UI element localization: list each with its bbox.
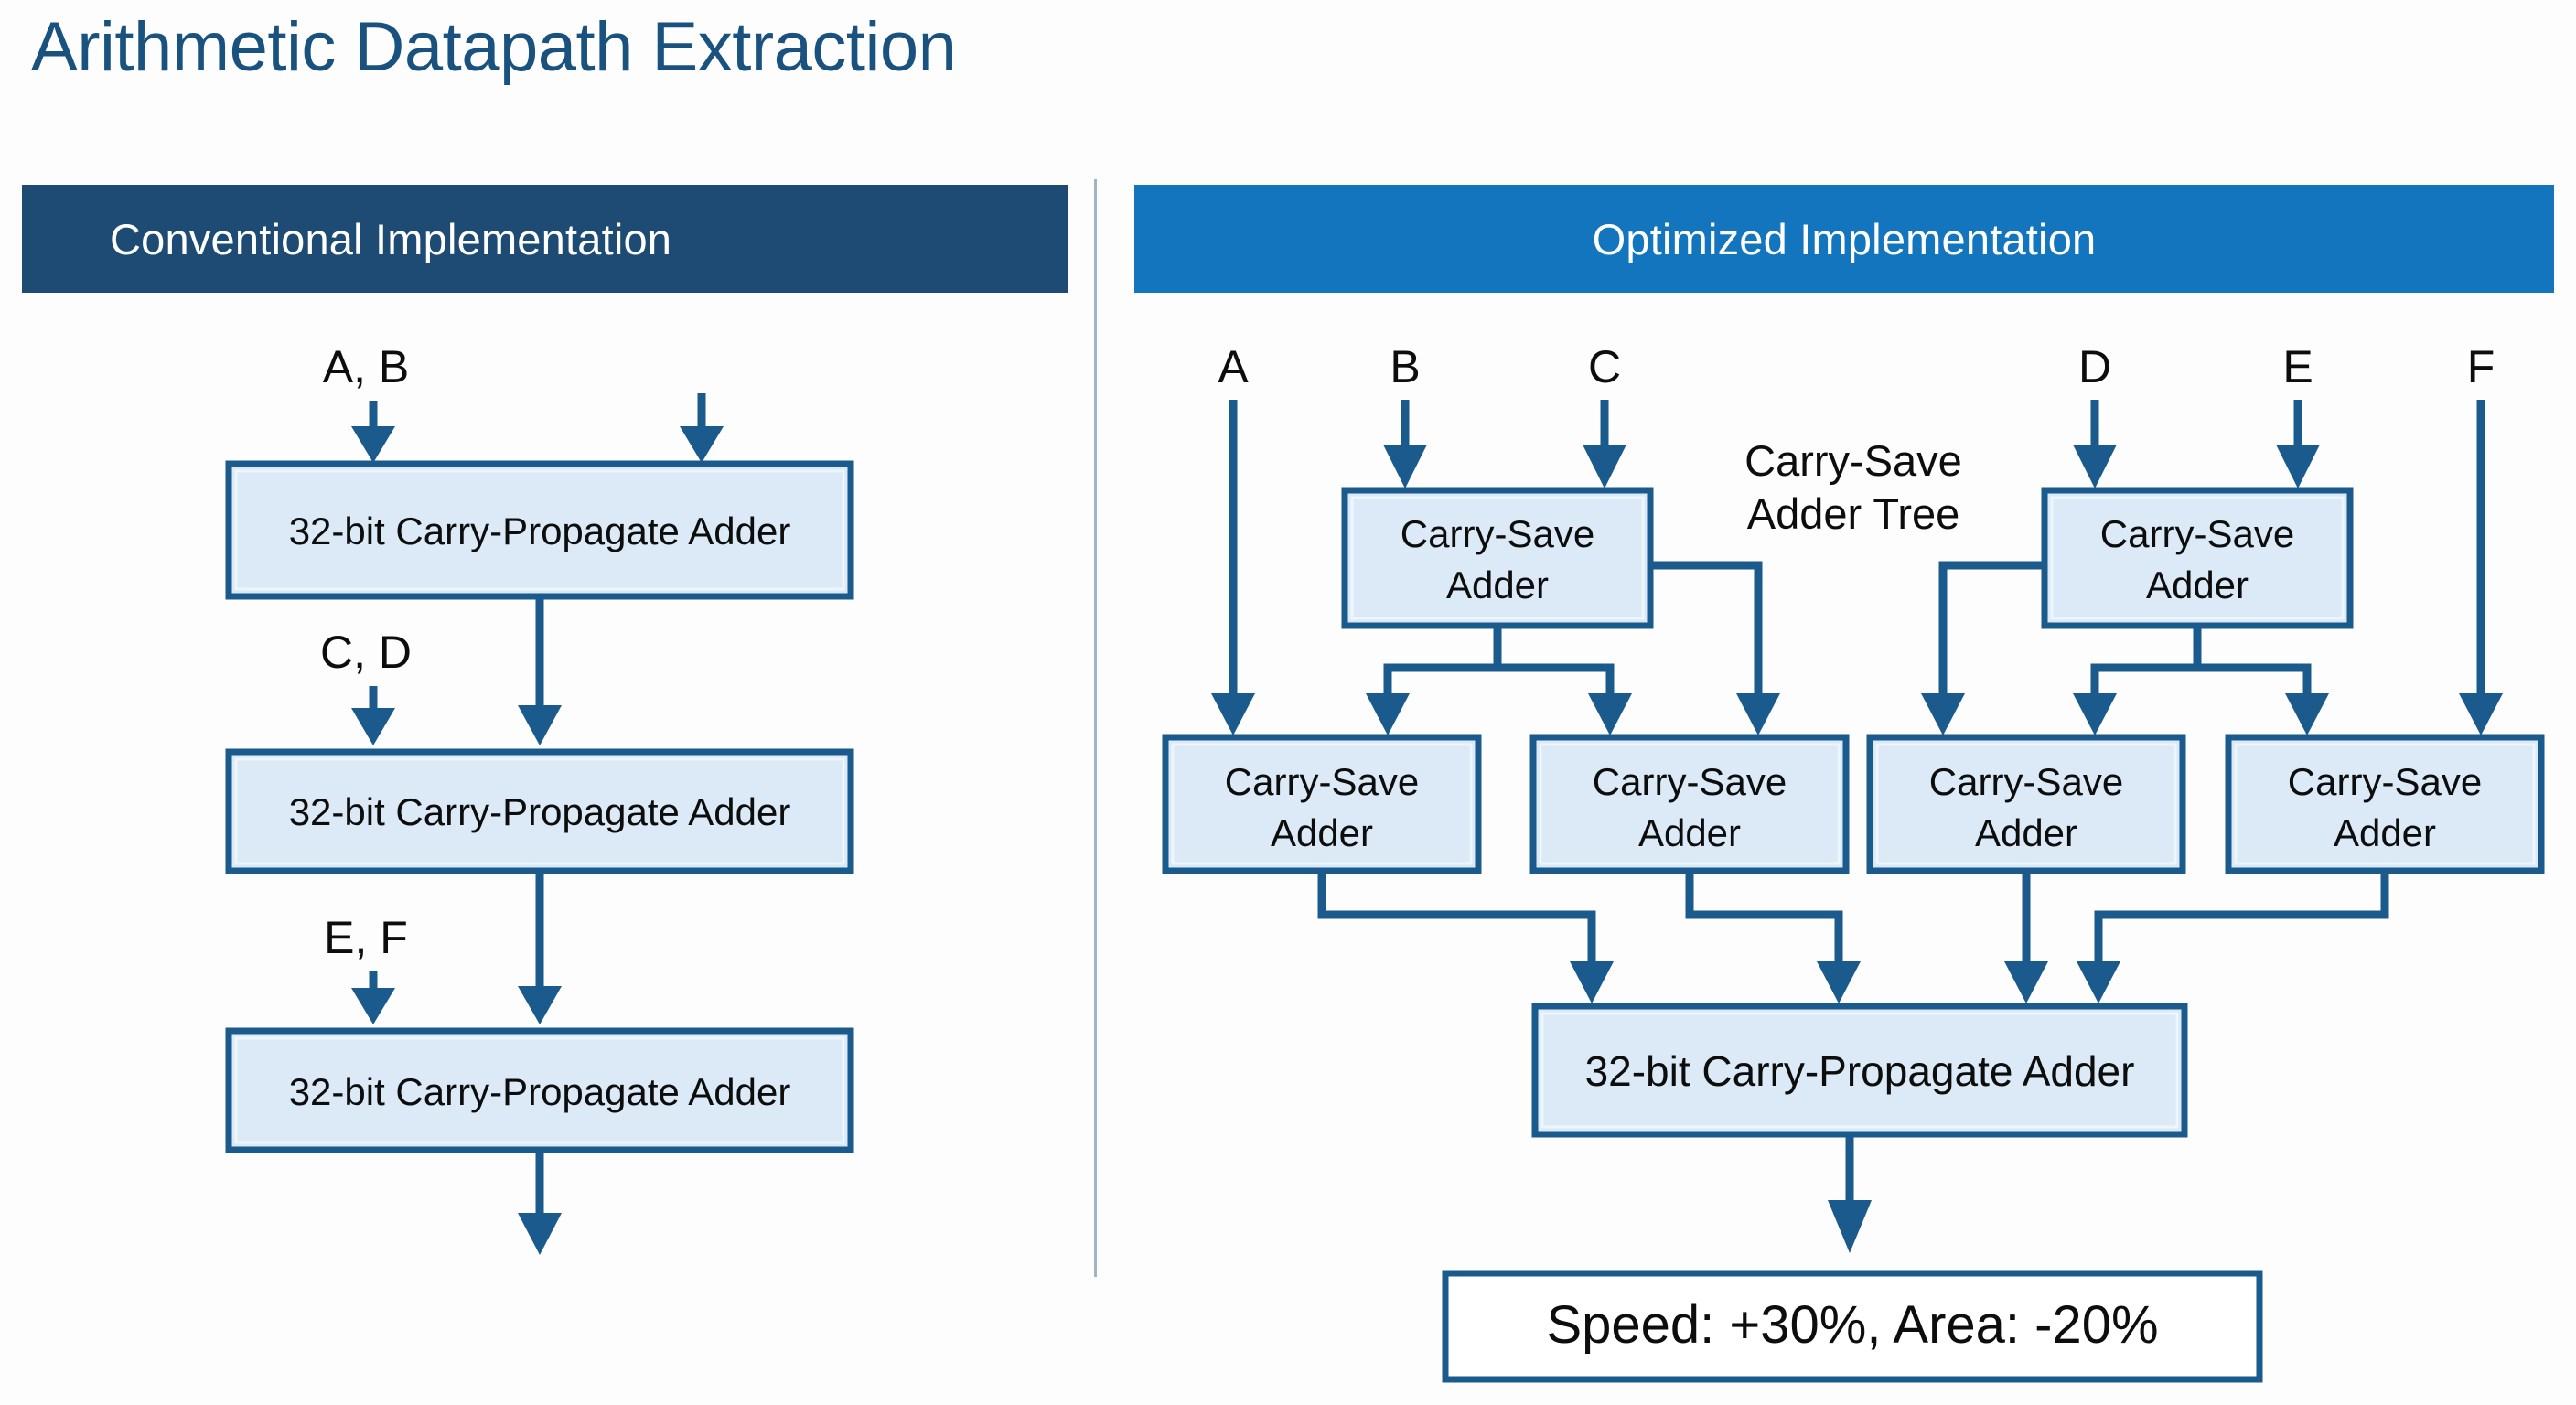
wire-csa-top-left-side-out (1650, 561, 1780, 735)
box-csa-top-left: Carry-Save Adder (1341, 487, 1654, 629)
box-csa-row2-3-line1: Carry-Save (1929, 760, 2123, 803)
box-csa-row2-2: Carry-Save Adder (1530, 734, 1850, 874)
wire-cpa2-to-cpa3 (518, 871, 562, 1024)
box-csa-top-left-line2: Adder (1446, 563, 1549, 606)
result-label: Speed: +30%, Area: -20% (1546, 1295, 2158, 1355)
input-label-e: E (2282, 341, 2313, 392)
input-label-a: A (1218, 341, 1249, 392)
input-label-ab: A, B (323, 341, 409, 392)
box-csa-row2-4-line2: Adder (2334, 811, 2436, 854)
tree-annotation-line1: Carry-Save (1744, 436, 1962, 485)
box-final-cpa: 32-bit Carry-Propagate Adder (1531, 1003, 2188, 1138)
box-csa-row2-1-line2: Adder (1271, 811, 1373, 854)
panel-header-optimized: Optimized Implementation (1134, 185, 2554, 293)
wire-csa-row2-2-to-cpa (1685, 871, 1861, 1003)
input-label-b: B (1390, 341, 1420, 392)
box-csa-row2-1: Carry-Save Adder (1162, 734, 1482, 874)
wire-cpa-to-result (1828, 1134, 1872, 1253)
box-cpa-3: 32-bit Carry-Propagate Adder (225, 1027, 854, 1153)
wire-ab-to-cpa1 (351, 401, 395, 463)
panel-header-conventional-label: Conventional Implementation (110, 214, 672, 263)
input-label-cd: C, D (320, 627, 412, 678)
wire-cpa1-to-cpa2 (518, 596, 562, 745)
box-cpa-2: 32-bit Carry-Propagate Adder (225, 748, 854, 874)
wire-b-to-csa-top-left (1383, 400, 1427, 488)
box-cpa-1-label: 32-bit Carry-Propagate Adder (289, 509, 791, 552)
input-label-c: C (1588, 341, 1621, 392)
wire-csa-row2-4-to-cpa (2077, 871, 2389, 1003)
box-result: Speed: +30%, Area: -20% (1442, 1270, 2263, 1383)
wire-csa-row2-1-to-cpa (1317, 871, 1614, 1003)
wire-csa-top-right-side-out (1921, 561, 2045, 735)
wire-d-to-csa-top-right (2073, 400, 2117, 488)
panel-header-conventional: Conventional Implementation (22, 185, 1068, 293)
box-csa-row2-1-line1: Carry-Save (1225, 760, 1419, 803)
box-csa-row2-4: Carry-Save Adder (2225, 734, 2545, 874)
wire-ef-to-cpa3 (351, 971, 395, 1024)
wire-f-to-csa-r2c4 (2459, 400, 2503, 735)
wire-a-to-csa-r2c1 (1211, 400, 1255, 735)
box-csa-row2-3-line2: Adder (1975, 811, 2077, 854)
box-csa-row2-2-line2: Adder (1638, 811, 1741, 854)
box-csa-top-left-line1: Carry-Save (1401, 512, 1594, 555)
panel-header-optimized-label: Optimized Implementation (1592, 214, 2097, 263)
box-csa-row2-3: Carry-Save Adder (1866, 734, 2186, 874)
wire-csa-top-right-bottom-out (2073, 626, 2329, 735)
tree-annotation-line2: Adder Tree (1747, 489, 1960, 538)
box-final-cpa-label: 32-bit Carry-Propagate Adder (1585, 1047, 2135, 1095)
wire-e-to-csa-top-right2 (2276, 400, 2320, 488)
box-csa-row2-4-line1: Carry-Save (2288, 760, 2482, 803)
box-cpa-3-label: 32-bit Carry-Propagate Adder (289, 1070, 791, 1113)
panel-divider (1094, 179, 1097, 1277)
box-csa-top-right: Carry-Save Adder (2041, 487, 2354, 629)
wire-cd-to-cpa2 (351, 686, 395, 745)
wire-cpa3-output (518, 1150, 562, 1255)
box-csa-top-right-line2: Adder (2146, 563, 2249, 606)
input-label-ef: E, F (324, 912, 408, 963)
box-cpa-1: 32-bit Carry-Propagate Adder (225, 460, 854, 600)
wire-csa-top-left-bottom-out (1366, 626, 1632, 735)
wire-csa-row2-3-to-cpa (2004, 871, 2048, 1003)
wire-c-to-csa-top-left2 (1583, 400, 1626, 488)
box-csa-top-right-line1: Carry-Save (2100, 512, 2294, 555)
box-csa-row2-2-line1: Carry-Save (1593, 760, 1787, 803)
input-label-f: F (2467, 341, 2496, 392)
box-cpa-2-label: 32-bit Carry-Propagate Adder (289, 790, 791, 833)
wire-ab2-to-cpa1 (680, 393, 724, 463)
input-label-d: D (2078, 341, 2111, 392)
page-title: Arithmetic Datapath Extraction (31, 8, 957, 86)
